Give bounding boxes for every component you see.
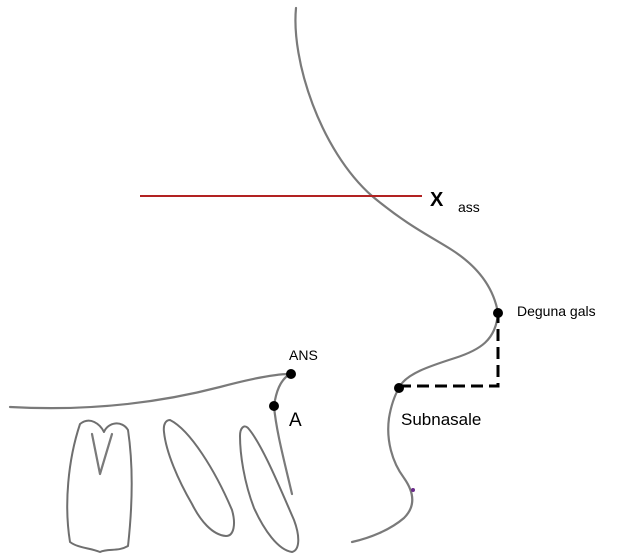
ans-label: ANS bbox=[289, 347, 318, 363]
deguna-gals-label: Deguna gals bbox=[517, 303, 596, 319]
maxilla-outline bbox=[10, 374, 290, 408]
lip-mark bbox=[411, 488, 415, 492]
subnasale-point bbox=[394, 383, 404, 393]
soft-tissue-profile bbox=[295, 8, 498, 542]
a-point bbox=[269, 401, 279, 411]
subnasale-label: Subnasale bbox=[401, 410, 481, 429]
canine-tooth bbox=[240, 426, 298, 552]
x-subscript-label: ass bbox=[458, 199, 480, 215]
deguna-gals-point bbox=[493, 308, 503, 318]
ans-point bbox=[286, 369, 296, 379]
molar-tooth bbox=[67, 421, 132, 552]
premolar-tooth bbox=[164, 420, 234, 536]
anterior-maxilla-outline bbox=[274, 374, 292, 494]
point-a-label: A bbox=[289, 410, 302, 431]
x-mark-label: X bbox=[430, 189, 444, 211]
